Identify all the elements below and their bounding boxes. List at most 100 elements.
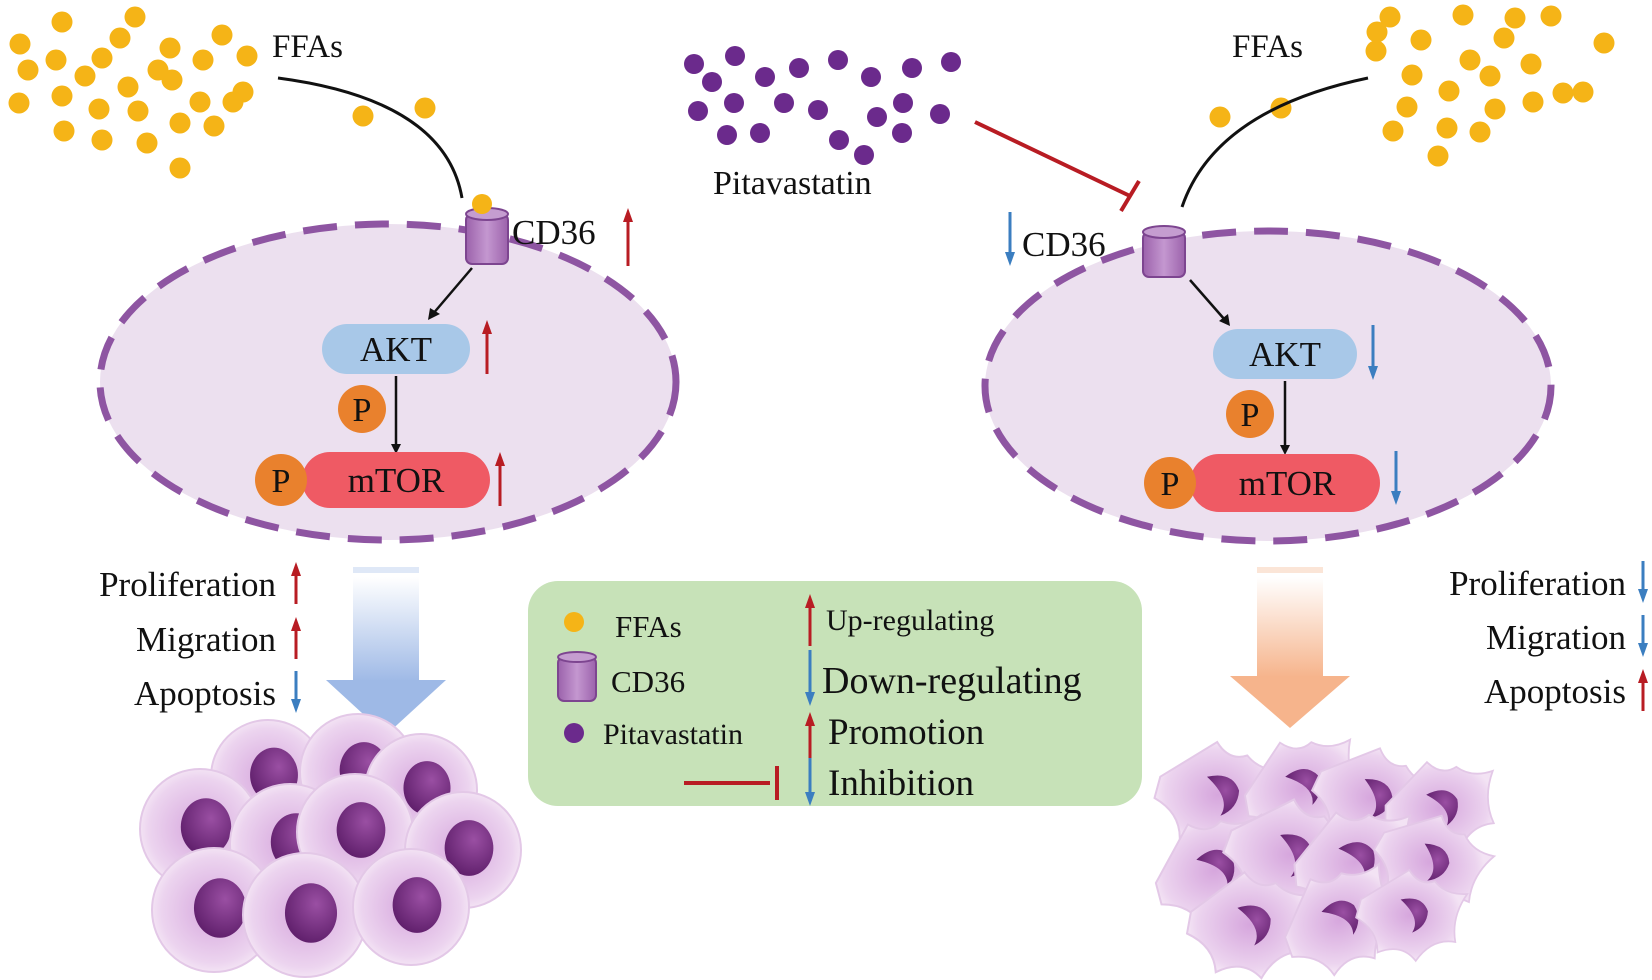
ffa-particles-left xyxy=(8,6,436,179)
ffa-particle xyxy=(222,91,244,113)
outcome-label: Migration xyxy=(1486,618,1626,657)
legend-inhibition-arrow-icon xyxy=(805,758,815,806)
akt-node-right xyxy=(1213,329,1357,379)
ffa-particle xyxy=(414,97,436,119)
ffas-label-left: FFAs xyxy=(272,29,343,65)
up-arrow-icon xyxy=(291,617,301,659)
ffa-particle xyxy=(1522,91,1544,113)
nucleus-icon xyxy=(284,883,338,943)
pitavastatin-inhibition-line xyxy=(974,120,1131,198)
ffa-particle xyxy=(1379,6,1401,28)
pitavastatin-particle xyxy=(867,107,887,127)
legend-down-regulating: Down-regulating xyxy=(822,660,1082,702)
nucleus-icon xyxy=(1196,849,1235,887)
legend: FFAs CD36 Pitavastatin Up-regulating Dow… xyxy=(528,581,1142,806)
phospho-mtor-right xyxy=(1144,457,1196,509)
pitavastatin-particle xyxy=(789,58,809,78)
ffa-particle xyxy=(127,100,149,122)
ffa-particle xyxy=(1552,82,1574,104)
ffa-legend-icon xyxy=(564,612,584,632)
nucleus-icon xyxy=(193,878,247,938)
ffa-particle xyxy=(159,37,181,59)
pitavastatin-particle xyxy=(684,54,704,74)
phospho-mtor-left xyxy=(255,454,307,506)
ffa-particle xyxy=(91,129,113,151)
akt-label-right: AKT xyxy=(1249,335,1321,374)
pitavastatin-particle xyxy=(724,93,744,113)
down-arrow-icon xyxy=(1638,615,1648,657)
nucleus-icon xyxy=(1206,775,1240,816)
ffa-particle xyxy=(1366,21,1388,43)
pitavastatin-particle xyxy=(755,67,775,87)
akt-label-left: AKT xyxy=(360,330,432,369)
ffa-particle xyxy=(1484,98,1506,120)
ffa-particle xyxy=(124,6,146,28)
outcome-label: Apoptosis xyxy=(1484,672,1626,711)
ffa-particle xyxy=(1427,145,1449,167)
legend-promotion: Promotion xyxy=(828,712,984,753)
ffa-particle xyxy=(189,91,211,113)
outcome-label: Proliferation xyxy=(99,565,276,604)
ffa-particle xyxy=(1209,106,1231,128)
phospho-label: P xyxy=(272,463,291,500)
pitavastatin-particle xyxy=(893,93,913,113)
mtor-label-left: mTOR xyxy=(348,461,445,500)
cd36-down-arrow-icon xyxy=(1005,212,1015,266)
outcome-label: Apoptosis xyxy=(134,674,276,713)
tumor-cell-spindle xyxy=(1185,870,1317,980)
ffa-particle xyxy=(88,98,110,120)
ffa-particle xyxy=(51,85,73,107)
ffa-particle xyxy=(53,120,75,142)
tumor-cells-left xyxy=(139,713,522,978)
ffas-label-right: FFAs xyxy=(1232,29,1303,65)
inhibition-bar-icon xyxy=(1119,179,1141,213)
ffa-particle xyxy=(1459,49,1481,71)
phospho-label: P xyxy=(353,392,372,429)
outcome-label: Migration xyxy=(136,620,276,659)
ffa-particle xyxy=(169,112,191,134)
cd36-receptor-right xyxy=(1142,225,1186,278)
mtor-label-right: mTOR xyxy=(1239,464,1336,503)
pitavastatin-particle xyxy=(829,130,849,150)
akt-node-left xyxy=(322,324,470,374)
up-arrow-icon xyxy=(291,562,301,604)
cd36-label-right: CD36 xyxy=(1022,225,1106,264)
legend-inhibition: Inhibition xyxy=(828,763,974,804)
ffa-particle xyxy=(147,59,169,81)
down-arrow-icon xyxy=(1638,561,1648,603)
ffa-particle xyxy=(1469,121,1491,143)
tumor-cell xyxy=(242,852,368,978)
akt-up-arrow-icon xyxy=(482,320,492,374)
legend-up-arrow-icon xyxy=(805,594,815,646)
pitavastatin-particle xyxy=(941,52,961,72)
ffa-particle xyxy=(1401,64,1423,86)
ffa-particle xyxy=(192,49,214,71)
cd36-to-akt-arrow-left xyxy=(431,267,473,316)
tumor-cell xyxy=(151,847,277,973)
ffa-particle xyxy=(1479,65,1501,87)
up-arrow-icon xyxy=(1638,669,1648,711)
ffa-particle xyxy=(117,76,139,98)
cd36-up-arrow-icon xyxy=(623,208,633,266)
pitavastatin-particle xyxy=(725,46,745,66)
ffa-particle xyxy=(1520,53,1542,75)
legend-cd36: CD36 xyxy=(611,664,685,699)
transition-arrow-left xyxy=(326,567,446,735)
mtor-up-arrow-icon xyxy=(495,452,505,506)
legend-up-regulating: Up-regulating xyxy=(826,604,994,637)
tumor-cell-spindle xyxy=(1355,868,1469,963)
ffa-particle xyxy=(1593,32,1615,54)
pitavastatin-particle xyxy=(902,58,922,78)
nucleus-icon xyxy=(336,802,386,858)
transition-arrow-right xyxy=(1230,567,1350,728)
tumor-cells-right xyxy=(1153,737,1497,980)
pitavastatin-particle xyxy=(717,125,737,145)
ffa-particle xyxy=(74,65,96,87)
ffa-particle xyxy=(236,45,258,67)
ffa-particle xyxy=(1436,117,1458,139)
nucleus-icon xyxy=(180,798,232,856)
ffa-particle xyxy=(1365,40,1387,62)
